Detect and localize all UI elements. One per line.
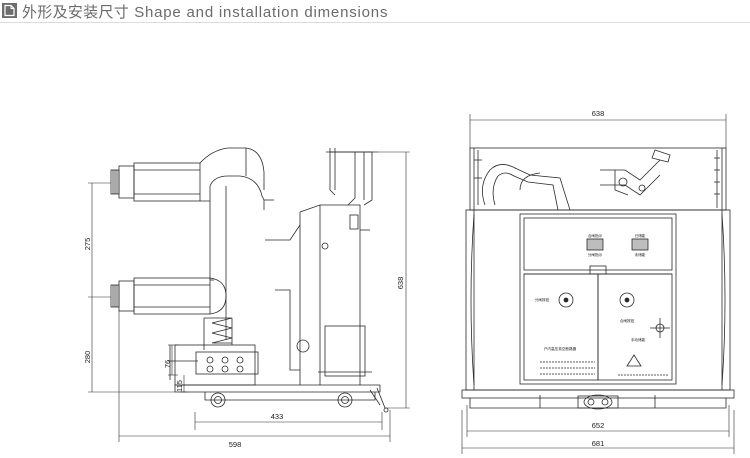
label-indicator-close: 合闸指示 (588, 233, 603, 238)
dim-115: 115 (175, 380, 184, 392)
document-section-icon (2, 3, 17, 18)
label-energy-stored: 已储能 (635, 233, 646, 238)
label-manual-storage: 手动储能 (631, 337, 646, 342)
front-dimension-lines (461, 114, 735, 454)
label-opening-button: 分闸按钮 (535, 297, 550, 302)
dim-652: 652 (592, 421, 605, 430)
main-housing (265, 204, 372, 385)
dim-280: 280 (83, 351, 92, 364)
dim-638-front: 638 (592, 109, 605, 118)
side-dimension-labels: 275 280 76 115 638 433 598 (83, 238, 405, 449)
instrument-panel (519, 213, 677, 385)
dim-433: 433 (271, 412, 284, 421)
panel-labels: 合闸指示 分闸指示 已储能 未储能 分闸按钮 合闸按钮 手动储能 户内高压真空断… (535, 233, 646, 351)
pole-body (209, 175, 274, 340)
top-frame (326, 148, 378, 206)
side-view (88, 147, 410, 442)
section-title-en: Shape and installation dimensions (134, 4, 389, 21)
dim-598: 598 (229, 440, 242, 449)
label-energy-released: 未储能 (635, 252, 646, 257)
section-title-cn: 外形及安装尺寸 (22, 3, 130, 21)
side-dimension-lines (88, 151, 410, 442)
header-divider (0, 22, 750, 23)
upper-terminal-arm (110, 147, 265, 202)
front-dimension-labels: 638 652 681 (592, 109, 605, 448)
dim-638-side: 638 (396, 277, 405, 290)
lower-terminal-arm (110, 277, 227, 315)
front-base (461, 389, 735, 410)
truck-base (174, 384, 389, 413)
label-indicator-open: 分闸指示 (588, 252, 603, 257)
top-compartment (469, 147, 727, 211)
dim-681: 681 (592, 439, 605, 448)
dim-275: 275 (83, 238, 92, 251)
section-title: 外形及安装尺寸 Shape and installation dimension… (22, 1, 388, 22)
section-header: 外形及安装尺寸 Shape and installation dimension… (0, 0, 750, 22)
dim-76: 76 (163, 360, 172, 368)
lower-bracket (168, 344, 259, 386)
label-closing-button: 合闸按钮 (620, 318, 635, 323)
front-view (461, 114, 735, 454)
label-nameplate: 户内高压真空断路器 (544, 346, 577, 351)
